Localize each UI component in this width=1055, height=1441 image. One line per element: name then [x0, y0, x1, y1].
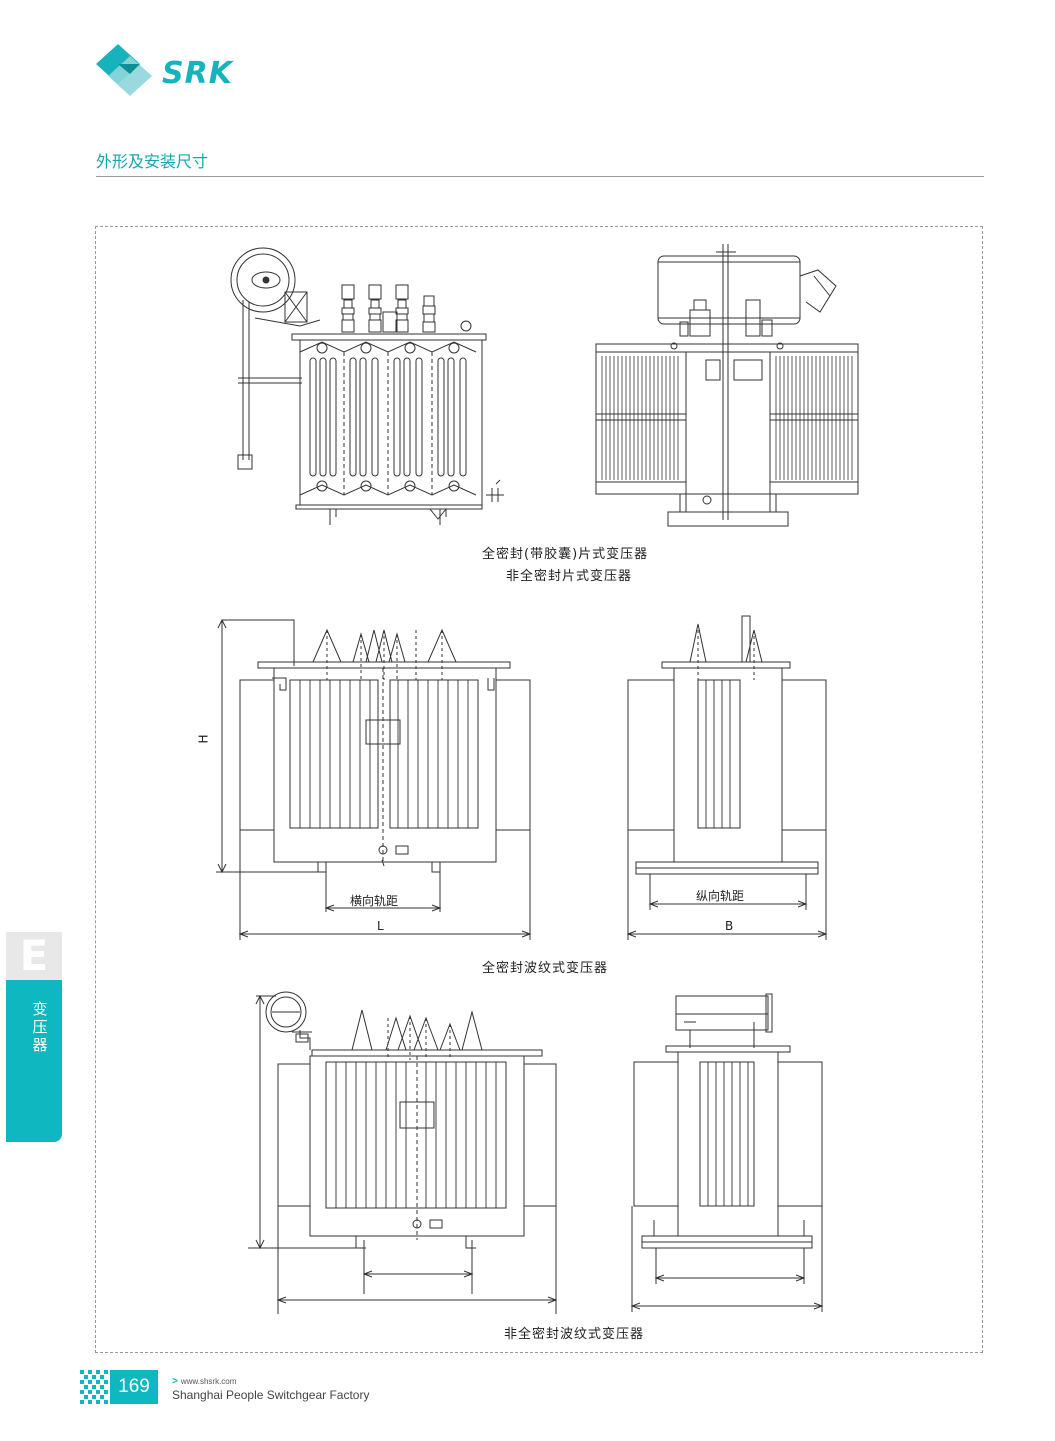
- non-sealed-corrugated-front-view: [248, 991, 558, 1314]
- dimension-length-label: L: [377, 919, 384, 933]
- title-divider: [96, 176, 984, 177]
- caption-sealed-capsule-fin: 全密封(带胶囊)片式变压器: [482, 547, 649, 562]
- non-sealed-corrugated-side-view: [630, 993, 824, 1312]
- footer-dot-pattern: [80, 1370, 108, 1404]
- footer-url-text: www.shsrk.com: [180, 1377, 237, 1386]
- page-number: 169: [110, 1370, 158, 1404]
- corrugated-transformer-front-view: [216, 618, 532, 940]
- section-title: 外形及安装尺寸: [96, 152, 209, 171]
- dimension-height-label: H: [196, 734, 211, 744]
- section-letter-box: [6, 932, 62, 980]
- caption-non-sealed-fin: 非全密封片式变压器: [506, 569, 633, 584]
- caption-non-sealed-corrugated: 非全密封波纹式变压器: [504, 1327, 645, 1342]
- footer-company-name: Shanghai People Switchgear Factory: [172, 1388, 370, 1402]
- dimension-width-label: B: [725, 919, 734, 933]
- srk-logo-mark: [96, 44, 152, 96]
- brand-name: SRK: [162, 56, 233, 91]
- chevron-right-icon: >: [172, 1376, 178, 1387]
- fin-transformer-side-view: [595, 244, 859, 527]
- corrugated-transformer-side-view: [626, 615, 828, 940]
- footer-url: >www.shsrk.com: [172, 1376, 236, 1387]
- section-letter: E: [19, 931, 49, 980]
- fin-transformer-front-view: [230, 247, 504, 525]
- caption-sealed-corrugated: 全密封波纹式变压器: [482, 961, 609, 976]
- section-tab-label: 变压器: [32, 1000, 48, 1054]
- drawing-frame: [95, 226, 983, 1353]
- dimension-transverse-track-label: 横向轨距: [350, 894, 399, 908]
- dimension-longitudinal-track-label: 纵向轨距: [696, 889, 745, 903]
